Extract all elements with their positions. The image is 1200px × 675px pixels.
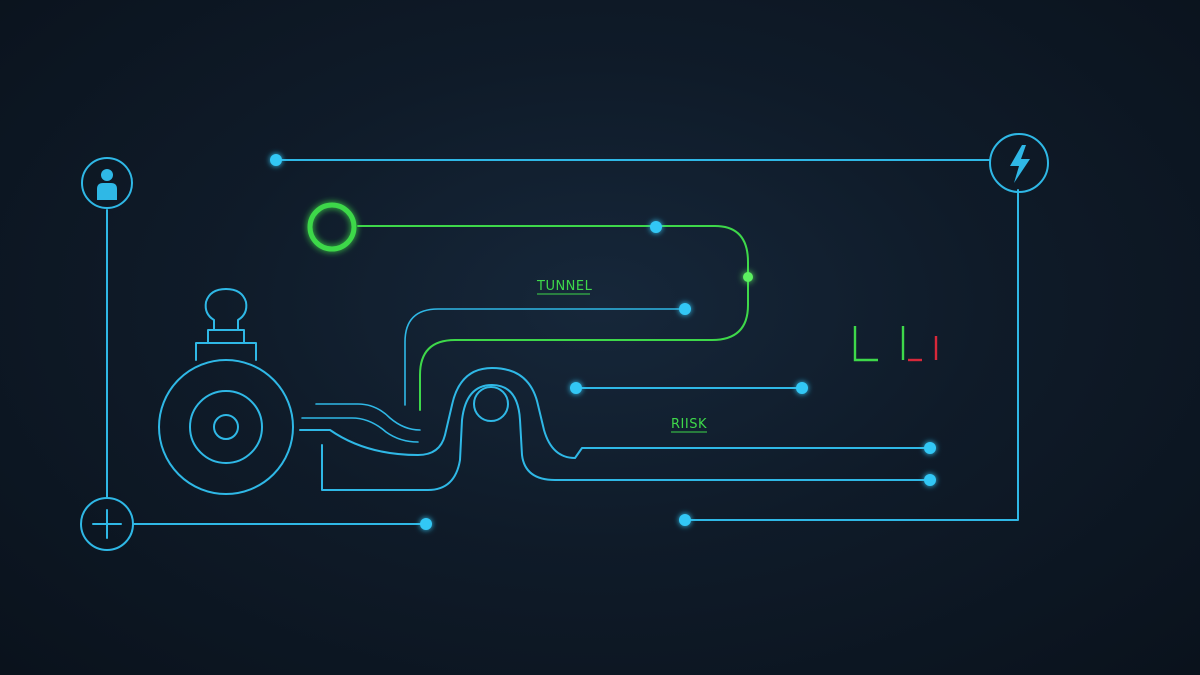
green-path xyxy=(357,225,749,411)
node-bottom-right[interactable] xyxy=(679,514,691,526)
node-green-line[interactable] xyxy=(650,221,662,233)
node-risk-lower[interactable] xyxy=(924,474,936,486)
loop-wire-inner xyxy=(321,384,931,491)
cyan-nodes xyxy=(270,154,936,530)
loop-wire-outer xyxy=(299,367,931,459)
node-top-left[interactable] xyxy=(270,154,282,166)
plus-icon[interactable] xyxy=(80,497,134,551)
node-bottom-left[interactable] xyxy=(420,518,432,530)
valve-icon xyxy=(158,288,294,495)
lightning-icon[interactable] xyxy=(989,133,1049,193)
risk-label: RIISK xyxy=(671,417,707,432)
green-ring[interactable] xyxy=(307,202,357,252)
user-icon[interactable] xyxy=(81,157,133,209)
flow-line-1 xyxy=(315,403,421,431)
node-tunnel[interactable] xyxy=(679,303,691,315)
node-green-curve[interactable] xyxy=(743,272,753,282)
node-risk-upper[interactable] xyxy=(924,442,936,454)
flow-line-2 xyxy=(301,417,419,443)
node-middle-right[interactable] xyxy=(796,382,808,394)
right-loop-line xyxy=(684,189,1019,521)
tunnel-label: TUNNEL xyxy=(536,279,593,294)
loop-small-circle xyxy=(473,386,509,422)
node-middle-left[interactable] xyxy=(570,382,582,394)
tunnel-wire xyxy=(404,308,686,406)
bar-marks xyxy=(853,326,938,362)
